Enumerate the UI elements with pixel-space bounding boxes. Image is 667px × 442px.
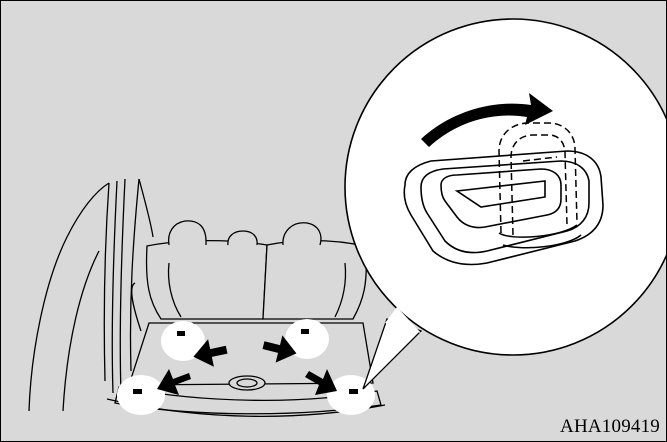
figure-code: AHA109419 <box>560 416 660 438</box>
luggage-hook-icon <box>177 331 185 336</box>
luggage-hook-icon <box>301 329 309 334</box>
rear-seats <box>147 221 367 319</box>
luggage-hook-icon <box>133 389 142 394</box>
luggage-hook-icon <box>349 389 358 394</box>
